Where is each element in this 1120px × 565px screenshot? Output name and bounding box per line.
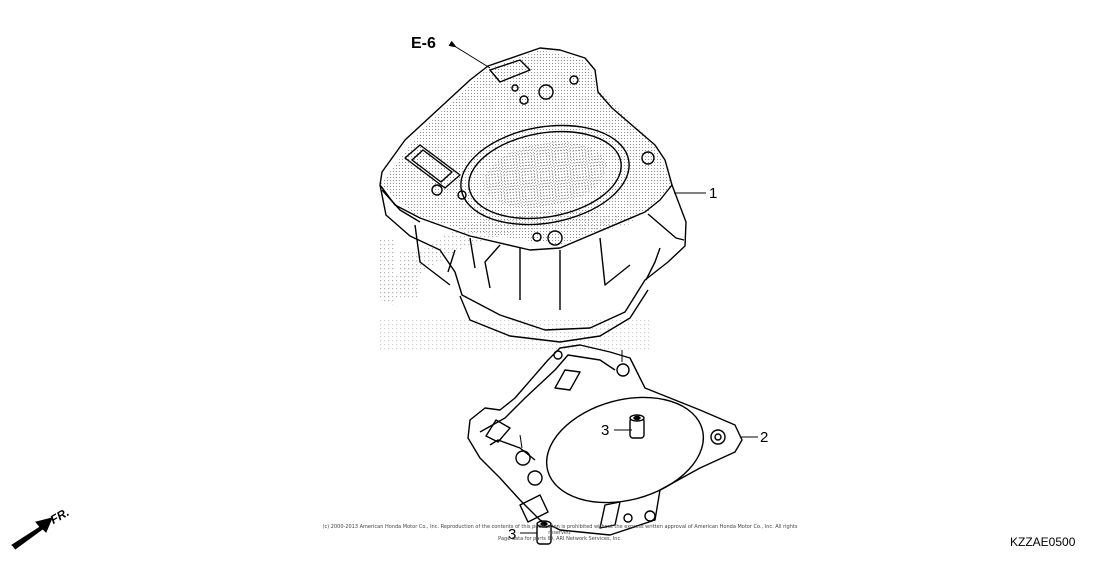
reference-link-label[interactable]: E-6 [411,35,436,52]
dowel-pin-upper[interactable] [629,414,645,439]
front-direction-arrow-icon [11,517,53,550]
callout-1: 1 [709,185,718,202]
callout-3-upper: 3 [601,422,610,439]
gasket-tick-2 [519,434,523,449]
dowel-pin-lower[interactable] [536,520,552,545]
reference-arrow [448,40,491,69]
cylinder-part[interactable] [379,47,687,343]
callout-3-lower: 3 [508,526,517,543]
copyright-notice: (c) 2000-2013 American Honda Motor Co., … [310,524,810,542]
leader-lines [448,40,758,534]
copyright-line-1: (c) 2000-2013 American Honda Motor Co., … [322,524,798,536]
diagram-code: KZZAE0500 [1010,535,1076,549]
callout-2: 2 [760,429,769,446]
gasket-part[interactable] [467,344,743,536]
copyright-line-2: Page data for parts ID, ARI Network Serv… [498,536,622,542]
